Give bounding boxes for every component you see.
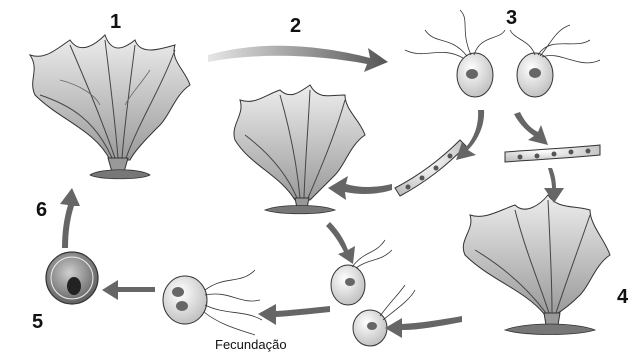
arrow-zygote-to-thallus — [60, 188, 80, 248]
stage-number-5: 5 — [32, 312, 43, 332]
thallus-middle — [234, 85, 365, 214]
thallus-large-top-left — [30, 35, 190, 179]
arrow-gametes-to-fertilization — [258, 304, 330, 325]
stage-number-6: 6 — [36, 200, 47, 220]
arrow-filament-to-thallus-middle — [328, 176, 392, 200]
arrow-fertilization-to-zygote — [102, 280, 155, 300]
stage-number-3: 3 — [506, 8, 517, 28]
arrow-thallus4-to-gamete — [385, 316, 462, 338]
filament-left — [395, 140, 466, 196]
stage-number-1: 1 — [110, 12, 121, 32]
arrow-thallus-to-gamete — [326, 222, 355, 264]
arrow-zoospore-to-filament-right — [514, 112, 548, 145]
zygote — [46, 252, 98, 304]
zoospore-left — [405, 10, 505, 97]
zoospore-right — [510, 25, 600, 97]
filament-right — [505, 145, 600, 162]
arrow-zoospore-to-filament-left — [456, 110, 484, 160]
gamete-upper — [331, 240, 392, 305]
fusing-gametes — [163, 270, 262, 335]
stage-number-2: 2 — [290, 16, 301, 36]
fertilization-label: Fecundação — [215, 338, 287, 351]
stage-number-4: 4 — [617, 287, 628, 307]
thallus-bottom-right — [463, 195, 610, 335]
arrow-1-to-3 — [208, 46, 388, 72]
